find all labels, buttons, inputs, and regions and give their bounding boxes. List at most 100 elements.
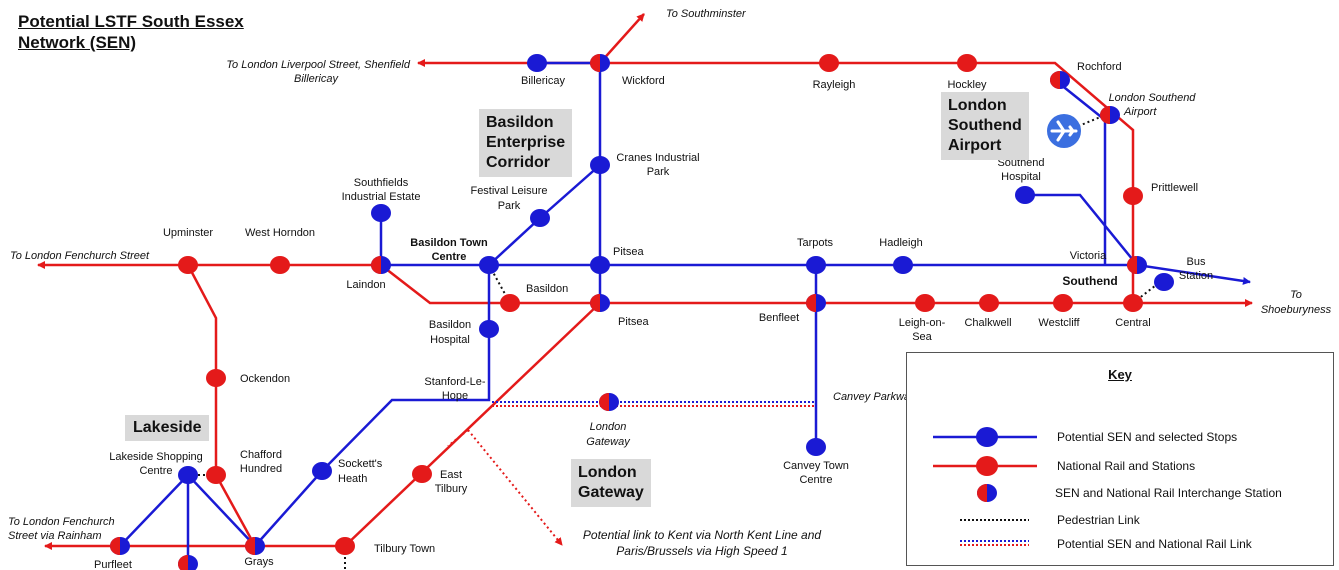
area-airport-line-3: Airport [948,137,1002,154]
area-basildon-line-2: Enterprise [486,134,566,151]
label-festival-2: Park [498,200,521,212]
stop-festival-leisure-park[interactable] [530,209,550,227]
label-gateway-1: London [590,421,627,433]
area-basildon-enterprise-corridor: Basildon Enterprise Corridor [479,109,573,177]
stop-billericay[interactable] [527,54,547,72]
label-canvey-tc-1: Canvey Town [783,460,849,472]
label-ockendon: Ockendon [240,373,290,385]
dest-liverpool-1: To London Liverpool Street, Shenfield [226,59,411,71]
station-prittlewell[interactable] [1123,187,1143,205]
stop-lakeside-shopping-centre[interactable] [178,466,198,484]
stop-hadleigh[interactable] [893,256,913,274]
rail-line-c2c-main [380,264,1253,307]
stop-southend-hospital[interactable] [1015,186,1035,204]
stop-basildon-town-centre[interactable] [479,256,499,274]
station-tilbury-town[interactable] [335,537,355,555]
label-gateway-2: Gateway [586,436,631,448]
label-btc-2: Centre [432,251,467,263]
stop-bus-station[interactable] [1154,273,1174,291]
station-west-horndon[interactable] [270,256,290,274]
station-ockendon[interactable] [206,369,226,387]
label-southfields-2: Industrial Estate [342,191,421,203]
label-billericay: Billericay [521,75,566,87]
stop-southfields[interactable] [371,204,391,222]
label-bas-hosp-2: Hospital [430,334,470,346]
label-pitsea-sen: Pitsea [613,246,644,258]
stop-pitsea-sen[interactable] [590,256,610,274]
legend-sen-stop-icon [976,427,998,447]
interchange-grays[interactable] [245,537,265,555]
station-leigh-on-sea[interactable] [915,294,935,312]
station-chafford-hundred[interactable] [206,466,226,484]
label-chalkwell: Chalkwell [964,317,1011,329]
label-prittlewell: Prittlewell [1151,182,1198,194]
station-westcliff[interactable] [1053,294,1073,312]
interchange-lakeside-south[interactable] [178,555,198,570]
label-basildon: Basildon [526,283,568,295]
label-lakeside-sc-1: Lakeside Shopping [109,451,203,463]
label-bus-1: Bus [1187,256,1206,268]
map-title-line-2: Network (SEN) [18,33,137,52]
interchange-rochford[interactable] [1050,71,1070,89]
label-laindon: Laindon [346,279,385,291]
label-festival-1: Festival Leisure [470,185,547,197]
stations [110,54,1174,570]
label-victoria: Victoria [1070,250,1107,262]
potential-link-gateway [492,401,816,407]
dest-rainham-1: To London Fenchurch [8,516,115,528]
label-rayleigh: Rayleigh [813,79,856,91]
station-rayleigh[interactable] [819,54,839,72]
label-upminster: Upminster [163,227,213,239]
sen-line-hospital-victoria [1025,193,1138,266]
map-title-line-1: Potential LSTF South Essex [18,12,244,31]
labels: To Southminster To London Liverpool Stre… [8,8,1332,570]
interchange-southend-airport[interactable] [1100,106,1120,124]
sen-line-rochford-airport [1054,79,1107,265]
kent-link-branch [447,429,469,447]
stop-tarpots[interactable] [806,256,826,274]
label-socketts-1: Sockett's [338,458,383,470]
map-title: Potential LSTF South Essex Network (SEN) [18,11,244,53]
label-canvey-parkway: Canvey Parkway [833,391,917,403]
interchange-benfleet[interactable] [806,294,826,312]
area-airport-line-2: Southend [948,117,1022,134]
label-rochford: Rochford [1077,61,1122,73]
stop-cranes-industrial-park[interactable] [590,156,610,174]
station-upminster[interactable] [178,256,198,274]
label-grays: Grays [244,556,274,568]
label-socketts-2: Heath [338,473,367,485]
legend-pedestrian-label: Pedestrian Link [1057,513,1140,527]
station-southend-central[interactable] [1123,294,1143,312]
label-wickford: Wickford [622,75,665,87]
interchange-laindon[interactable] [371,256,391,274]
station-hockley[interactable] [957,54,977,72]
interchange-wickford[interactable] [590,54,610,72]
station-chalkwell[interactable] [979,294,999,312]
interchange-southend-victoria[interactable] [1127,256,1147,274]
label-hockley: Hockley [947,79,987,91]
potential-link-kent [447,429,563,546]
label-leigh-1: Leigh-on- [899,317,946,329]
label-cranes-1: Cranes Industrial [616,152,699,164]
interchange-pitsea[interactable] [590,294,610,312]
label-airport-1: London Southend [1109,92,1197,104]
interchange-purfleet[interactable] [110,537,130,555]
rail-line-to-southminster [599,13,645,64]
stop-canvey-town-centre[interactable] [806,438,826,456]
stop-basildon-hospital[interactable] [479,320,499,338]
kent-link-main [467,429,563,546]
label-southend: Southend [1062,274,1117,288]
label-chafford-2: Hundred [240,463,282,475]
station-east-tilbury[interactable] [412,465,432,483]
interchange-london-gateway[interactable] [599,393,619,411]
station-basildon[interactable] [500,294,520,312]
legend-rail-station-icon [976,456,998,476]
label-purfleet: Purfleet [94,559,132,570]
label-chafford-1: Chafford [240,449,282,461]
stop-socketts-heath[interactable] [312,462,332,480]
label-hospital-1: Southend [997,157,1044,169]
legend-sen-label: Potential SEN and selected Stops [1057,430,1238,444]
sen-line-to-shoeburyness [1136,263,1251,285]
label-east-tilbury-2: Tilbury [435,483,468,495]
label-tarpots: Tarpots [797,237,834,249]
